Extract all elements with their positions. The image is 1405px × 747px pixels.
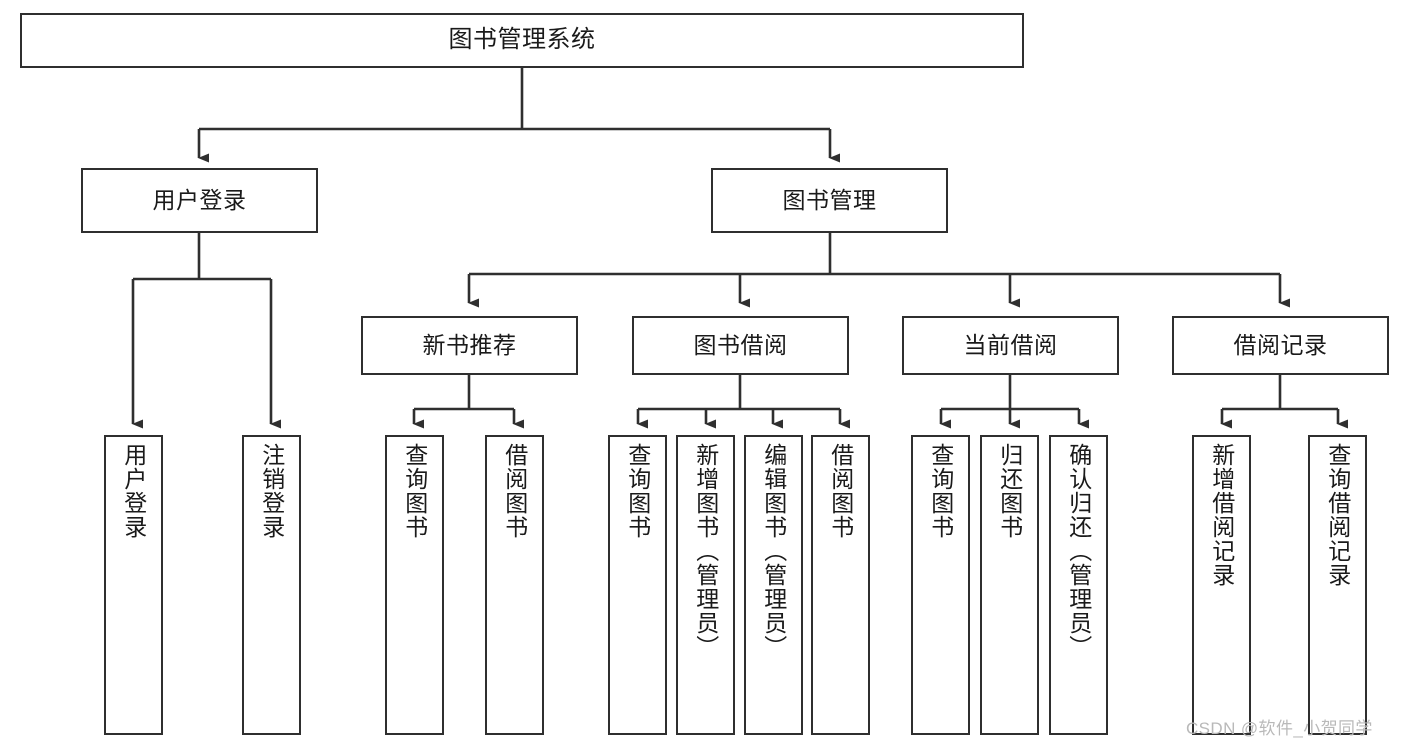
node-label: 图书管理 [782, 186, 877, 213]
node-label: 新增借阅记录 [1208, 443, 1235, 587]
node-label: 归还图书 [996, 443, 1023, 539]
leaf-logout[interactable]: 注销登录 [242, 435, 301, 735]
node-current-borrow[interactable]: 当前借阅 [902, 316, 1119, 375]
node-label: 用户登录 [152, 186, 247, 213]
leaf-edit-book-admin[interactable]: 编辑图书（管理员） [744, 435, 803, 735]
node-label: 新书推荐 [422, 331, 517, 358]
node-label: 注销登录 [258, 443, 285, 539]
leaf-borrow-book[interactable]: 借阅图书 [811, 435, 870, 735]
node-label: 借阅记录 [1233, 331, 1328, 358]
csdn-watermark: CSDN @软件_小贺同学 [1186, 719, 1373, 738]
leaf-query-borrow-record[interactable]: 查询借阅记录 [1308, 435, 1367, 735]
leaf-query-book-recommend[interactable]: 查询图书 [385, 435, 444, 735]
leaf-query-book-borrow[interactable]: 查询图书 [608, 435, 667, 735]
leaf-borrow-book-recommend[interactable]: 借阅图书 [485, 435, 544, 735]
node-label: 图书管理系统 [448, 26, 596, 54]
leaf-query-book-current[interactable]: 查询图书 [911, 435, 970, 735]
node-label: 用户登录 [120, 443, 147, 539]
node-label: 查询图书 [927, 443, 954, 539]
node-label: 查询图书 [624, 443, 651, 539]
leaf-add-borrow-record[interactable]: 新增借阅记录 [1192, 435, 1251, 735]
node-label: 借阅图书 [501, 443, 528, 539]
leaf-add-book-admin[interactable]: 新增图书（管理员） [676, 435, 735, 735]
node-root-system[interactable]: 图书管理系统 [20, 13, 1024, 68]
leaf-return-book[interactable]: 归还图书 [980, 435, 1039, 735]
node-label: 借阅图书 [827, 443, 854, 539]
node-label: 查询图书 [401, 443, 428, 539]
node-label: 查询借阅记录 [1324, 443, 1351, 587]
leaf-confirm-return-admin[interactable]: 确认归还（管理员） [1049, 435, 1108, 735]
node-label: 图书借阅 [693, 331, 788, 358]
leaf-user-login[interactable]: 用户登录 [104, 435, 163, 735]
node-label: 确认归还（管理员） [1065, 443, 1092, 659]
node-label: 当前借阅 [963, 331, 1058, 358]
node-book-borrow[interactable]: 图书借阅 [632, 316, 849, 375]
node-user-login[interactable]: 用户登录 [81, 168, 318, 233]
node-label: 新增图书（管理员） [692, 443, 719, 659]
node-book-management[interactable]: 图书管理 [711, 168, 948, 233]
node-label: 编辑图书（管理员） [760, 443, 787, 659]
node-new-book-recommend[interactable]: 新书推荐 [361, 316, 578, 375]
node-borrow-record[interactable]: 借阅记录 [1172, 316, 1389, 375]
